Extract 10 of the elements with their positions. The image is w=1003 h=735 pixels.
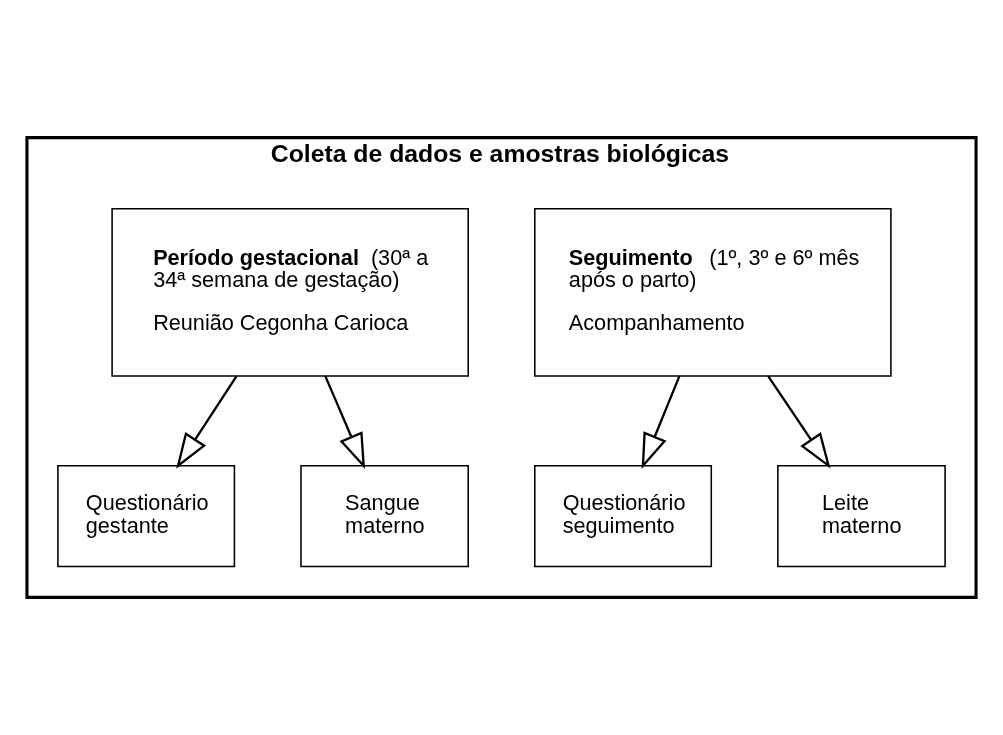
arrow	[176, 375, 238, 469]
arrow	[324, 375, 366, 469]
node-box: Leite materno	[777, 465, 946, 568]
node-box: Questionário seguimento	[534, 465, 713, 568]
node-box: Seguimento (1º, 3º e 6º mês após o parto) Acompanhamento	[534, 208, 892, 377]
node-box: Período gestacional (30ª a 34ª semana de gestação) Reunião Cegonha Carioca	[111, 208, 469, 377]
arrow	[767, 375, 831, 469]
node-box: Questionário gestante	[57, 465, 236, 568]
arrow	[641, 375, 681, 469]
node-box: Sangue materno	[300, 465, 469, 568]
